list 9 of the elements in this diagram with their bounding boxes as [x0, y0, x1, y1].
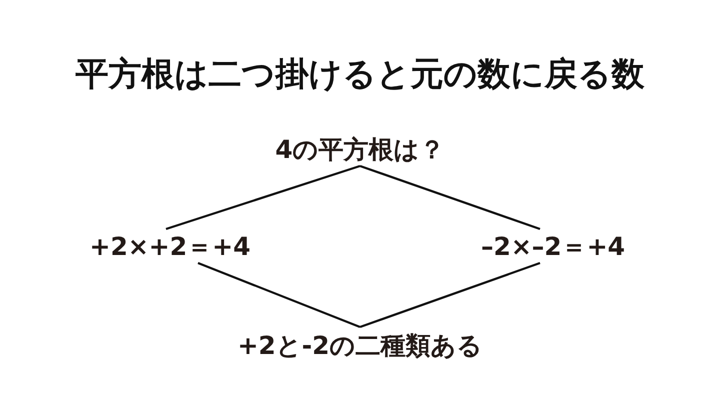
title: 平方根は二つ掛けると元の数に戻る数 [74, 53, 646, 95]
connector-line [166, 164, 360, 230]
connector-line [198, 262, 360, 328]
node-text: +2と-2の二種類ある [237, 330, 483, 362]
connector-line [360, 262, 540, 328]
connector-line [360, 164, 540, 230]
node-text: +2×+2＝+4 [90, 230, 250, 262]
node-text: 4の平方根は？ [275, 134, 445, 166]
node-text: –2×–2＝+4 [480, 230, 626, 262]
